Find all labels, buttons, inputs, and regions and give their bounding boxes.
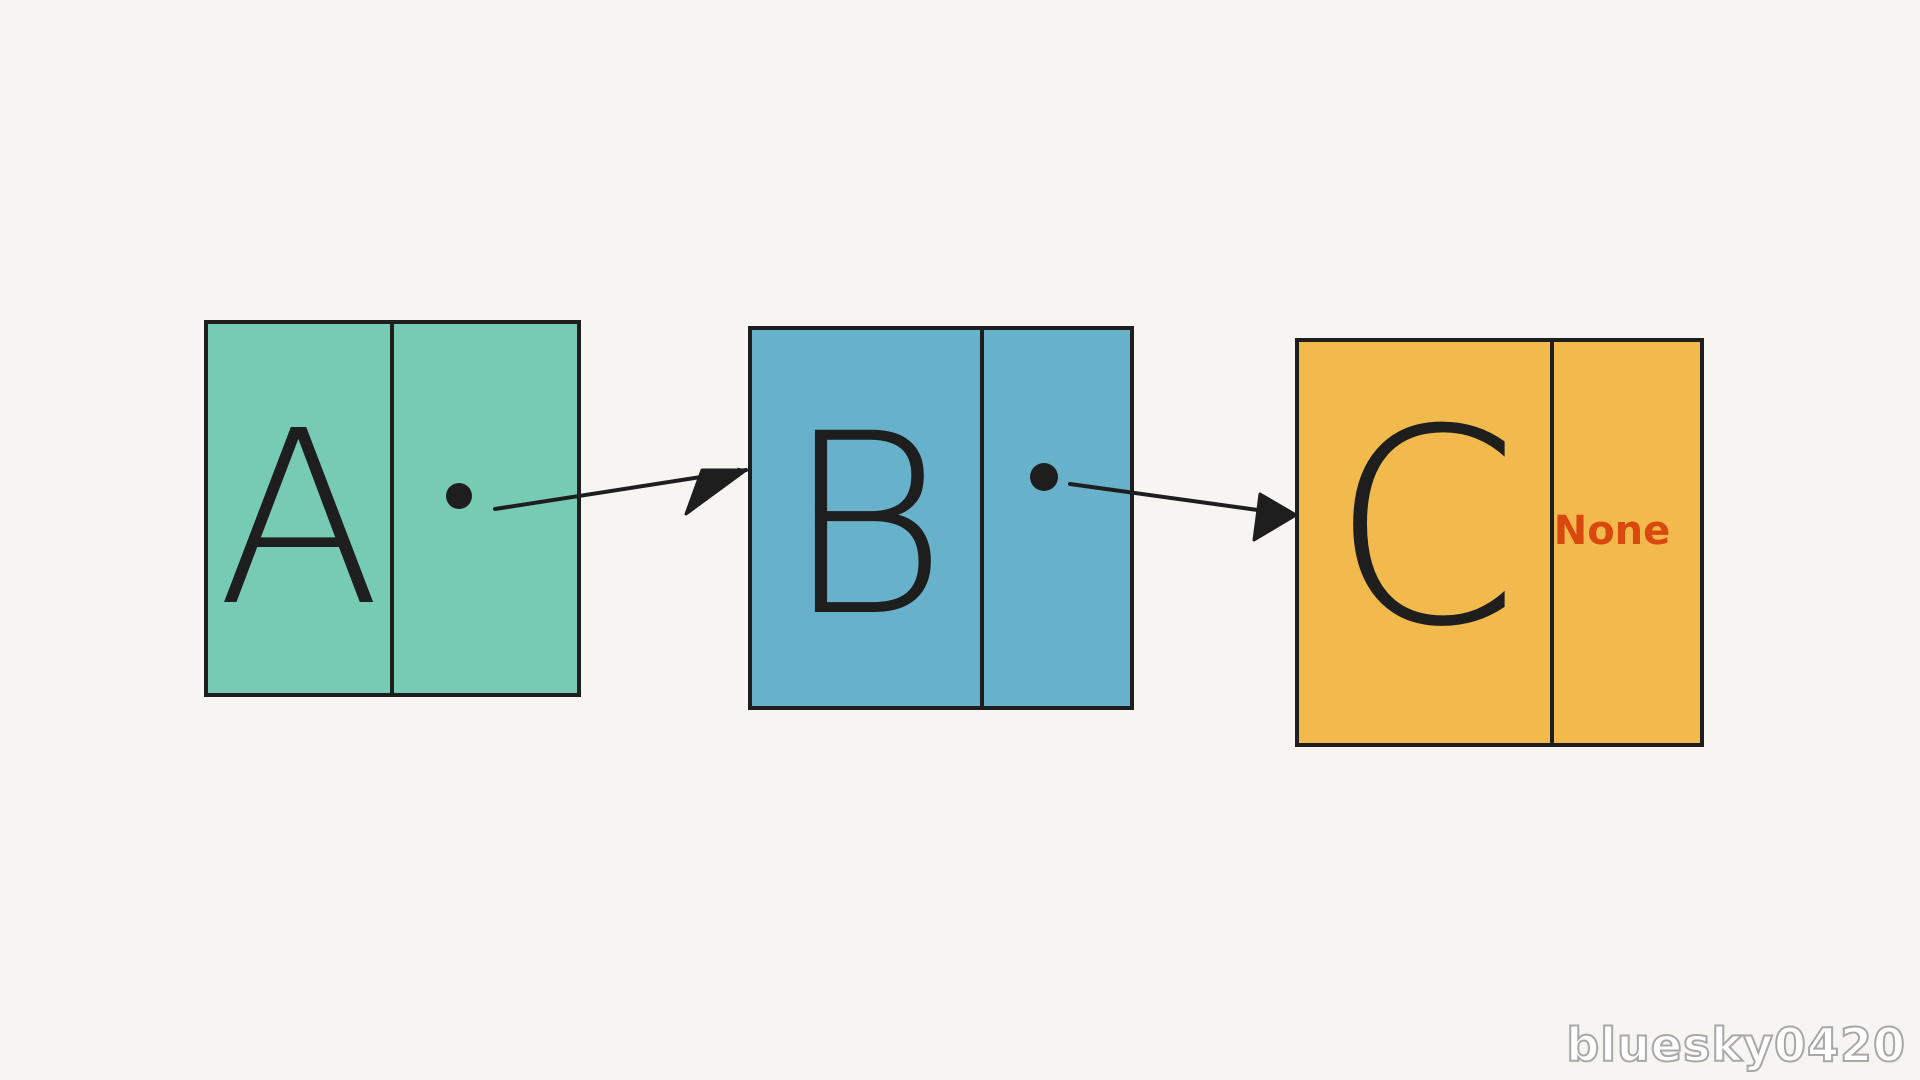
node-b[interactable]: B xyxy=(748,326,1134,710)
watermark: bluesky0420 xyxy=(1565,1017,1906,1073)
node-a-value: A xyxy=(217,379,381,659)
node-c-value: C xyxy=(1331,371,1520,686)
node-c-box xyxy=(1295,338,1704,747)
node-b-pointer-dot xyxy=(1030,463,1058,491)
node-a-pointer-dot xyxy=(446,483,472,509)
arrow-b-to-c-head xyxy=(1252,492,1298,542)
null-pointer-label: None xyxy=(1554,508,1671,554)
node-a[interactable]: A xyxy=(204,320,581,697)
arrow-a-to-b-head xyxy=(684,468,748,516)
node-b-value: B xyxy=(784,380,948,671)
node-b-box xyxy=(748,326,1134,710)
node-c[interactable]: C None xyxy=(1295,338,1704,747)
